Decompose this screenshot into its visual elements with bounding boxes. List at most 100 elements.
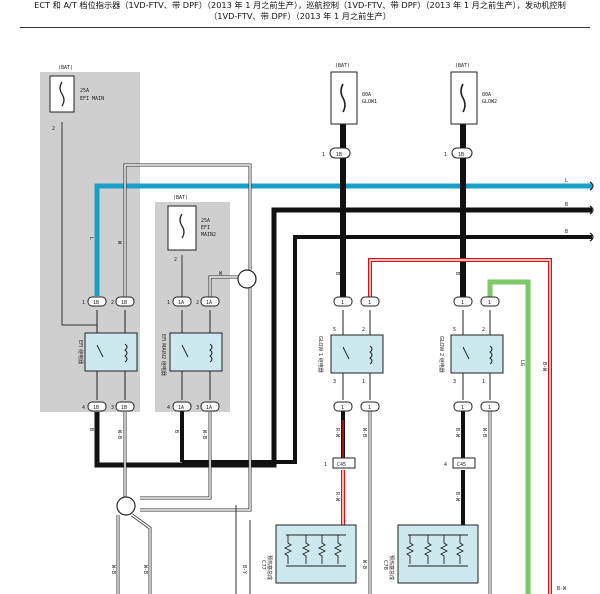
svg-text:1: 1 xyxy=(368,405,371,411)
header-rule xyxy=(20,27,590,28)
svg-text:2: 2 xyxy=(196,300,199,306)
wire-l-blue xyxy=(94,183,592,296)
connector-c45-left: 1 C45 xyxy=(324,457,356,469)
svg-text:1B: 1B xyxy=(93,405,99,411)
svg-text:1B: 1B xyxy=(121,405,127,411)
svg-text:1: 1 xyxy=(444,152,447,158)
svg-text:1: 1 xyxy=(461,405,464,411)
svg-text:3: 3 xyxy=(453,379,456,385)
label-wire-bw-bottom: B-W xyxy=(557,586,567,592)
label-wire-l-vert: L xyxy=(88,237,94,240)
svg-text:1A: 1A xyxy=(178,405,184,411)
svg-text:1: 1 xyxy=(488,405,491,411)
svg-text:1A: 1A xyxy=(178,300,184,306)
label-wire-by: B-Y xyxy=(241,565,247,574)
svg-text:1: 1 xyxy=(368,300,371,306)
connector-1b-glow2: 1 1B xyxy=(444,147,473,159)
svg-text:1: 1 xyxy=(322,152,325,158)
svg-text:EFI 继电器: EFI 继电器 xyxy=(77,340,84,364)
glow-plug-c78: C78 预热塞总成 xyxy=(382,524,479,584)
svg-text:25A: 25A xyxy=(201,218,210,224)
label-wire-rw-left: R-W xyxy=(334,428,340,438)
relay-efi: 1 2 1B 1B 4 3 1B 1B EFI 继电器 xyxy=(77,296,138,412)
svg-text:2: 2 xyxy=(174,257,177,263)
connector-1b-glow1: 1 1B xyxy=(322,147,351,159)
fuse-efi-main: (BAT) 25A EFI MAIN 2 xyxy=(49,65,104,132)
svg-text:C78: C78 xyxy=(382,560,388,570)
svg-text:5: 5 xyxy=(333,327,336,333)
label-wire-b-glow1: B xyxy=(334,272,340,275)
svg-text:(BAT): (BAT) xyxy=(335,63,350,69)
svg-text:3: 3 xyxy=(196,405,199,411)
svg-text:预热塞总成: 预热塞总成 xyxy=(388,555,395,580)
svg-text:MAIN2: MAIN2 xyxy=(201,232,216,238)
svg-text:25A: 25A xyxy=(80,88,89,94)
svg-text:(BAT): (BAT) xyxy=(58,65,73,71)
wire-wb-2 xyxy=(140,412,212,500)
svg-text:C45: C45 xyxy=(457,462,466,468)
connector-c45-right: 4 C45 xyxy=(444,457,476,469)
relay-efi-main2: 1 2 1A 1A 4 3 1A 1A EFI MAIN2 继电器 xyxy=(160,296,223,412)
svg-text:1: 1 xyxy=(341,300,344,306)
svg-text:2: 2 xyxy=(362,327,365,333)
svg-text:1B: 1B xyxy=(121,300,127,306)
label-wire-bw-far: B-W xyxy=(541,362,547,372)
svg-text:5: 5 xyxy=(453,327,456,333)
label-wire-wb-1: W-B xyxy=(116,430,122,439)
label-wire-wb-glow1-2: W-B xyxy=(361,560,367,569)
label-wire-wb-3: W-B xyxy=(110,565,116,574)
junction-top xyxy=(237,269,257,289)
glow-plug-c77: C77 预热塞总成 xyxy=(260,524,357,584)
svg-text:1: 1 xyxy=(482,379,485,385)
svg-text:1B: 1B xyxy=(336,152,342,158)
label-wire-b2: B xyxy=(565,229,568,235)
svg-text:3: 3 xyxy=(333,379,336,385)
label-wire-l: L xyxy=(565,178,568,184)
wire-b-trunk-1 xyxy=(94,207,592,468)
svg-text:1B: 1B xyxy=(93,300,99,306)
svg-text:(BAT): (BAT) xyxy=(173,195,188,201)
label-wire-wb-2: W-B xyxy=(201,430,207,439)
svg-text:4: 4 xyxy=(82,405,85,411)
svg-text:C77: C77 xyxy=(260,560,266,570)
svg-text:1A: 1A xyxy=(206,300,212,306)
svg-text:GLOW 2 继电器: GLOW 2 继电器 xyxy=(438,336,445,373)
svg-text:80A: 80A xyxy=(362,92,371,98)
svg-text:4: 4 xyxy=(444,462,447,468)
svg-text:2: 2 xyxy=(482,327,485,333)
svg-text:2: 2 xyxy=(52,126,55,132)
arrow-l xyxy=(589,181,594,191)
svg-text:GLOW2: GLOW2 xyxy=(482,99,497,105)
label-wire-bw-right-2: B-W xyxy=(454,492,460,502)
label-wire-lg: LG xyxy=(519,360,525,366)
label-wire-b1: B xyxy=(565,202,568,208)
header-line-1: ECT 和 A/T 档位指示器（1VD-FTV、带 DPF）（2013 年 1 … xyxy=(34,0,566,10)
svg-text:1: 1 xyxy=(324,462,327,468)
svg-text:GLOW1: GLOW1 xyxy=(362,99,377,105)
label-wire-wb-glow1: W-B xyxy=(361,428,367,437)
svg-text:EFI: EFI xyxy=(201,225,210,231)
svg-text:4: 4 xyxy=(167,405,170,411)
svg-text:1: 1 xyxy=(461,300,464,306)
svg-text:C45: C45 xyxy=(337,462,346,468)
svg-text:1A: 1A xyxy=(206,405,212,411)
header-line-2: （1VD-FTV、带 DPF）（2013 年 1 月之前生产） xyxy=(209,11,391,21)
svg-text:3: 3 xyxy=(111,405,114,411)
relay-glow1: 1 1 5 2 3 1 1 1 GLOW 1 继电器 xyxy=(317,296,384,412)
arrow-b2 xyxy=(589,232,594,242)
label-wire-bw-right: B-W xyxy=(454,428,460,438)
label-wire-w2: W xyxy=(219,271,223,277)
svg-text:2: 2 xyxy=(111,300,114,306)
svg-text:EFI MAIN2 继电器: EFI MAIN2 继电器 xyxy=(160,334,167,376)
svg-text:80A: 80A xyxy=(482,92,491,98)
svg-text:EFI MAIN: EFI MAIN xyxy=(80,96,104,102)
label-wire-rw-left-2: R-W xyxy=(334,492,340,502)
label-wire-b-2: B xyxy=(173,430,179,433)
svg-text:1: 1 xyxy=(167,300,170,306)
fuse-glow2: (BAT) 80A GLOW2 xyxy=(450,63,497,125)
svg-text:预热塞总成: 预热塞总成 xyxy=(266,555,273,580)
label-wire-b-glow2: B xyxy=(454,272,460,275)
label-wire-b-left: B xyxy=(88,428,94,431)
fuse-glow1: (BAT) 80A GLOW1 xyxy=(330,63,377,125)
